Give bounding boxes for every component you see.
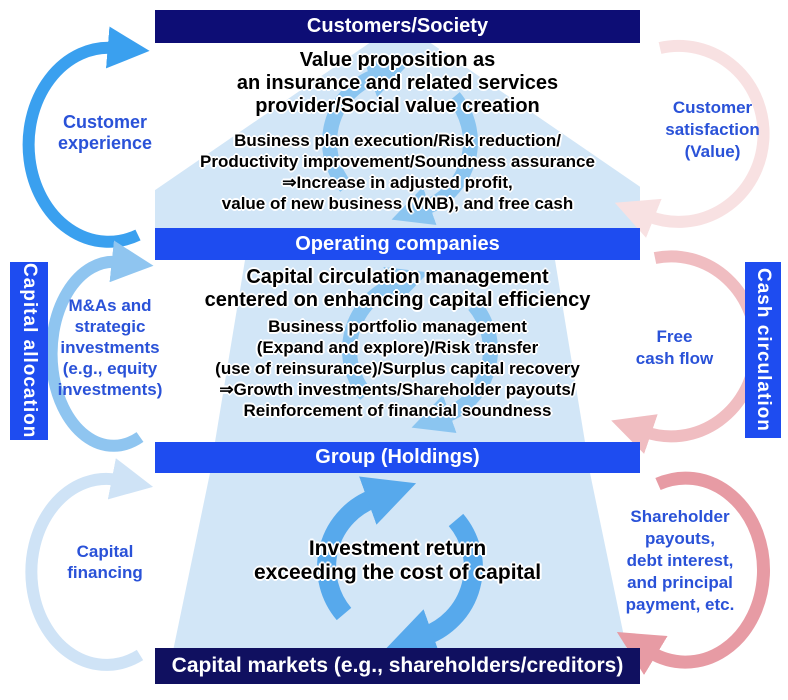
free-cash-flow-label: Free cash flow bbox=[635, 327, 714, 368]
circulation-arrows-icon-bottom bbox=[317, 476, 483, 658]
customer-experience-label: Customer experience bbox=[57, 112, 153, 153]
operating-body: Business portfolio management (Expand an… bbox=[215, 317, 580, 420]
capital-markets-header: Capital markets (e.g., shareholders/cred… bbox=[155, 648, 640, 684]
capital-financing-label: Capital financing bbox=[67, 542, 143, 582]
capital-financing-arrow-icon bbox=[25, 458, 154, 671]
funnel-background bbox=[155, 22, 640, 651]
customers-body: Business plan execution/Risk reduction/ … bbox=[200, 131, 595, 213]
ma-investments-label: M&As and strategic investments (e.g., eq… bbox=[57, 296, 163, 399]
funnel-middle-shape bbox=[215, 260, 585, 442]
shareholder-payouts-label: Shareholder payouts, debt interest, and … bbox=[625, 507, 735, 614]
ma-investments-arrow-icon bbox=[45, 240, 154, 452]
funnel-bottom-shape bbox=[173, 473, 627, 651]
operating-companies-header: Operating companies bbox=[155, 228, 640, 260]
cash-circulation-bar: Cash circulation bbox=[745, 262, 781, 438]
customer-satisfaction-arrow-icon bbox=[614, 39, 770, 238]
customer-experience-arrow-icon bbox=[22, 26, 150, 248]
customers-society-header: Customers/Society bbox=[155, 10, 640, 43]
circulation-arrows-icon-top bbox=[322, 58, 478, 226]
customer-satisfaction-label: Customer satisfaction (Value) bbox=[665, 98, 760, 161]
circulation-arrows-icon-middle bbox=[342, 266, 498, 434]
group-holdings-header: Group (Holdings) bbox=[155, 442, 640, 473]
customers-title: Value proposition as an insurance and re… bbox=[236, 49, 559, 117]
group-title: Investment return exceeding the cost of … bbox=[253, 537, 542, 584]
funnel-top-shape bbox=[155, 22, 640, 232]
capital-allocation-bar: Capital allocation bbox=[10, 262, 48, 440]
operating-title: Capital circulation management centered … bbox=[204, 266, 591, 311]
shareholder-payouts-arrow-icon bbox=[616, 471, 770, 676]
